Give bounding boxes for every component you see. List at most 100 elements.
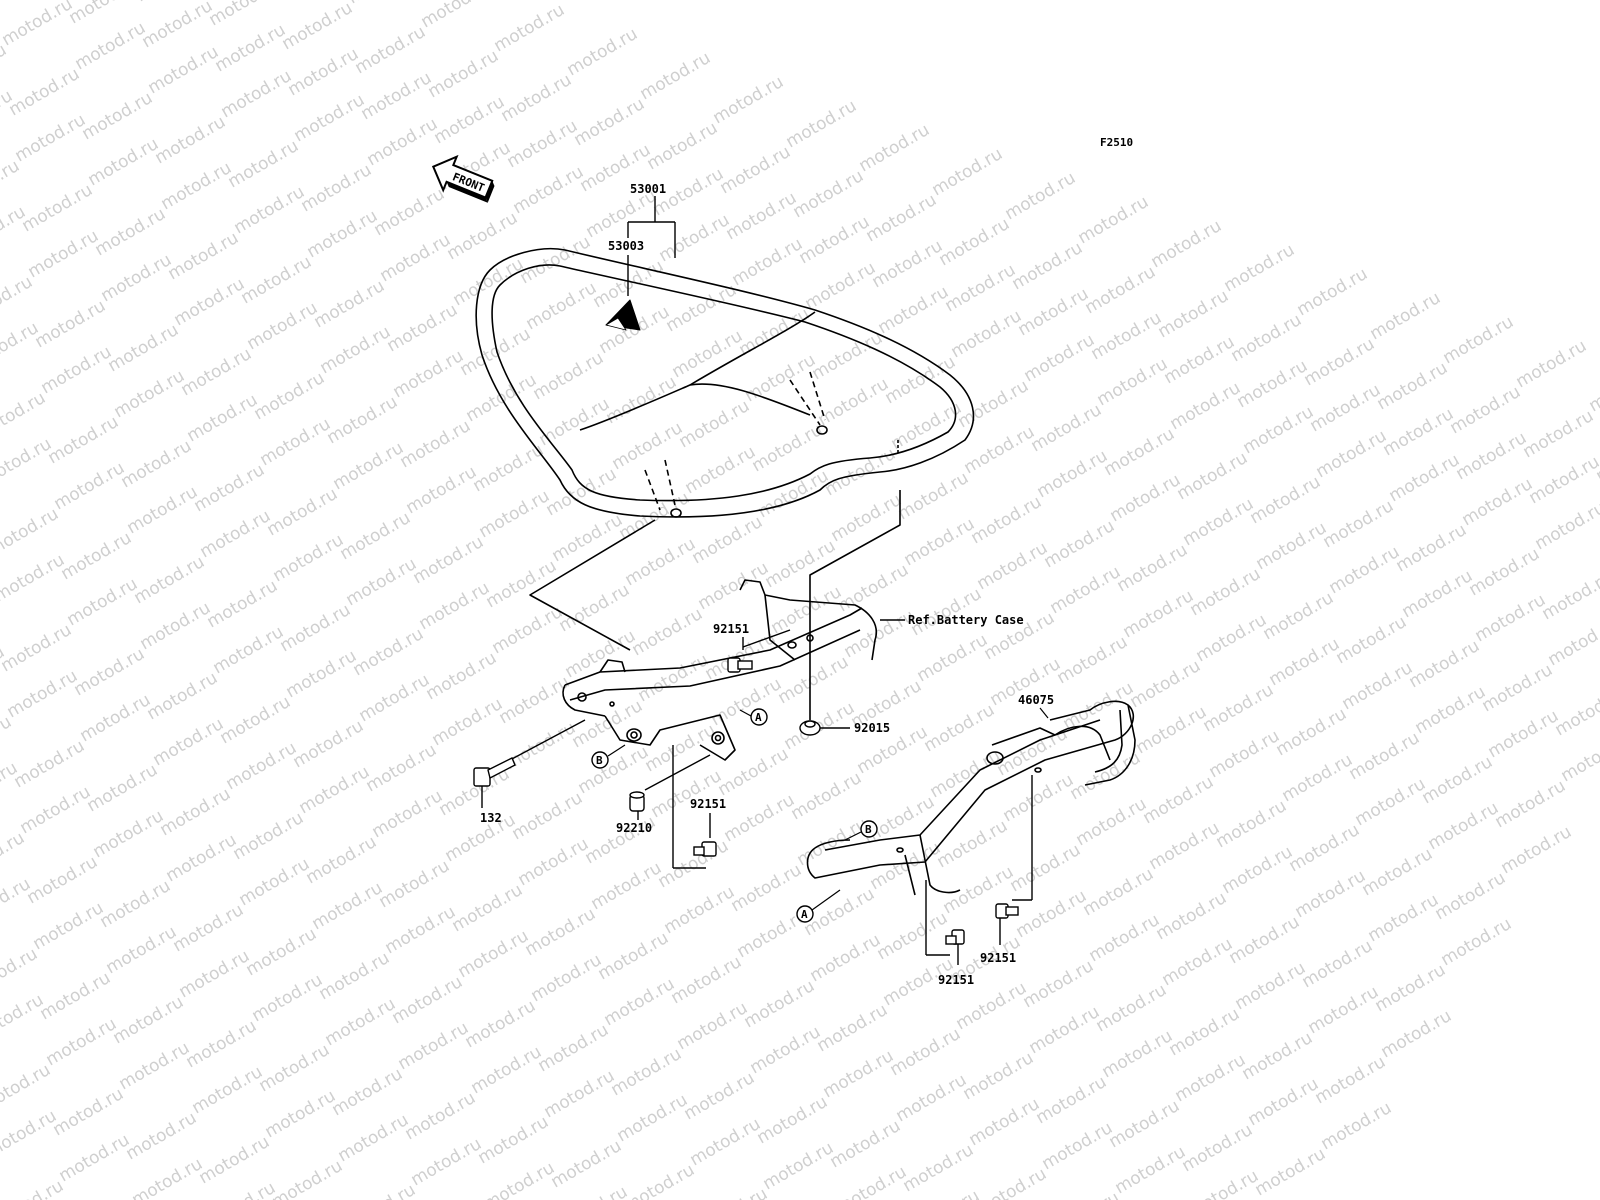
watermark-text: motod.ru [1312, 1052, 1390, 1108]
watermark-text: motod.ru [603, 372, 681, 428]
callout-a-rail: A [796, 889, 841, 923]
watermark-text: motod.ru [103, 922, 181, 978]
watermark-text: motod.ru [809, 328, 887, 384]
watermark-text: motod.ru [1200, 680, 1278, 736]
watermark-text: motod.ru [681, 1068, 759, 1124]
watermark-text: motod.ru [0, 620, 75, 676]
watermark-text: motod.ru [43, 1014, 121, 1070]
part-53001-label: 53001 [630, 182, 666, 196]
watermark-text: motod.ru [783, 96, 861, 152]
watermark-text: motod.ru [0, 434, 55, 490]
watermark-text: motod.ru [927, 746, 1005, 802]
watermark-text: motod.ru [1054, 632, 1132, 688]
watermark-text: motod.ru [97, 876, 175, 932]
watermark-text: motod.ru [588, 858, 666, 914]
watermark-text: motod.ru [682, 442, 760, 498]
watermark-text: motod.ru [11, 736, 89, 792]
watermark-text: motod.ru [887, 1024, 965, 1080]
watermark-text: motod.ru [1033, 1072, 1111, 1128]
watermark-text: motod.ru [622, 534, 700, 590]
watermark-text: motod.ru [171, 274, 249, 330]
watermark-text: motod.ru [775, 652, 853, 708]
watermark-text: motod.ru [1273, 704, 1351, 760]
watermark-text: motod.ru [0, 504, 62, 560]
watermark-text: motod.ru [955, 376, 1033, 432]
watermark-text: motod.ru [1099, 1026, 1177, 1082]
watermark-text: motod.ru [966, 1094, 1044, 1150]
watermark-text: motod.ru [316, 948, 394, 1004]
watermark-text: motod.ru [364, 114, 442, 170]
watermark-text: motod.ru [25, 226, 103, 282]
watermark-text: motod.ru [1046, 1188, 1124, 1200]
watermark-text: motod.ru [1073, 794, 1151, 850]
watermark-text: motod.ru [425, 46, 503, 102]
callout-b-rail: B [844, 820, 878, 841]
watermark-text: motod.ru [861, 792, 939, 848]
watermark-text: motod.ru [668, 952, 746, 1008]
watermark-text: motod.ru [1520, 406, 1598, 462]
watermark-text: motod.ru [92, 204, 170, 260]
watermark-text: motod.ru [444, 208, 522, 264]
part-53003-label: 53003 [608, 239, 644, 253]
watermark-text: motod.ru [283, 646, 361, 702]
watermark-text: motod.ru [517, 232, 595, 288]
watermark-text: motod.ru [1299, 936, 1377, 992]
watermark-text: motod.ru [1086, 910, 1164, 966]
watermark-text: motod.ru [1094, 354, 1172, 410]
watermark-text: motod.ru [595, 928, 673, 984]
watermark-text: motod.ru [1093, 980, 1171, 1036]
watermark-text: motod.ru [1180, 494, 1258, 550]
watermark-text: motod.ru [218, 66, 296, 122]
watermark-text: motod.ru [145, 42, 223, 98]
watermark-text: motod.ru [863, 190, 941, 246]
watermark-text: motod.ru [189, 1062, 267, 1118]
watermark-text: motod.ru [329, 1064, 407, 1120]
watermark-text: motod.ru [251, 368, 329, 424]
watermark-text: motod.ru [429, 694, 507, 750]
watermark-text: motod.ru [1007, 840, 1085, 896]
watermark-text: motod.ru [1239, 1028, 1317, 1084]
watermark-text: motod.ru [1532, 498, 1600, 554]
watermark-text: motod.ru [1294, 264, 1372, 320]
watermark-text: motod.ru [376, 856, 454, 912]
watermark-text: motod.ru [741, 976, 819, 1032]
watermark-text: motod.ru [489, 602, 567, 658]
watermark-text: motod.ru [64, 574, 142, 630]
watermark-text: motod.ru [874, 908, 952, 964]
watermark-text: motod.ru [1026, 1002, 1104, 1058]
watermark-text: motod.ru [1106, 1096, 1184, 1152]
watermark-text: motod.ru [1179, 1120, 1257, 1176]
watermark-text: motod.ru [335, 1110, 413, 1166]
watermark-text: motod.ru [1333, 612, 1411, 668]
grab-rail [806, 700, 1136, 896]
watermark-text: motod.ru [77, 690, 155, 746]
watermark-text: motod.ru [814, 1000, 892, 1056]
watermark-text: motod.ru [1060, 678, 1138, 734]
watermark-text: motod.ru [32, 296, 110, 352]
watermark-text: motod.ru [815, 374, 893, 430]
watermark-text: motod.ru [197, 506, 275, 562]
watermark-text: motod.ru [728, 860, 806, 916]
watermark-text: motod.ru [418, 0, 496, 32]
watermark-text: motod.ru [256, 1040, 334, 1096]
watermark-text: motod.ru [1221, 240, 1299, 296]
watermark-text: motod.ru [431, 92, 509, 148]
watermark-text: motod.ru [788, 768, 866, 824]
watermark-text: motod.ru [1320, 496, 1398, 552]
watermark-text: motod.ru [455, 926, 533, 982]
watermark-text: motod.ru [1466, 544, 1544, 600]
watermark-text: motod.ru [717, 142, 795, 198]
watermark-text: motod.ru [1412, 682, 1490, 738]
watermark-text: motod.ru [1240, 402, 1318, 458]
watermark-text: motod.ru [1226, 912, 1304, 968]
watermark-text: motod.ru [614, 1090, 692, 1146]
watermark-text: motod.ru [676, 396, 754, 452]
watermark-text: motod.ru [948, 306, 1026, 362]
callout-b-bracket: B [591, 744, 626, 769]
watermark-text: motod.ru [0, 1176, 67, 1200]
watermark-text: motod.ru [901, 514, 979, 570]
watermark-text: motod.ru [1260, 588, 1338, 644]
watermark-text: motod.ru [1374, 358, 1452, 414]
watermark-text: motod.ru [390, 346, 468, 402]
watermark-text: motod.ru [157, 784, 235, 840]
